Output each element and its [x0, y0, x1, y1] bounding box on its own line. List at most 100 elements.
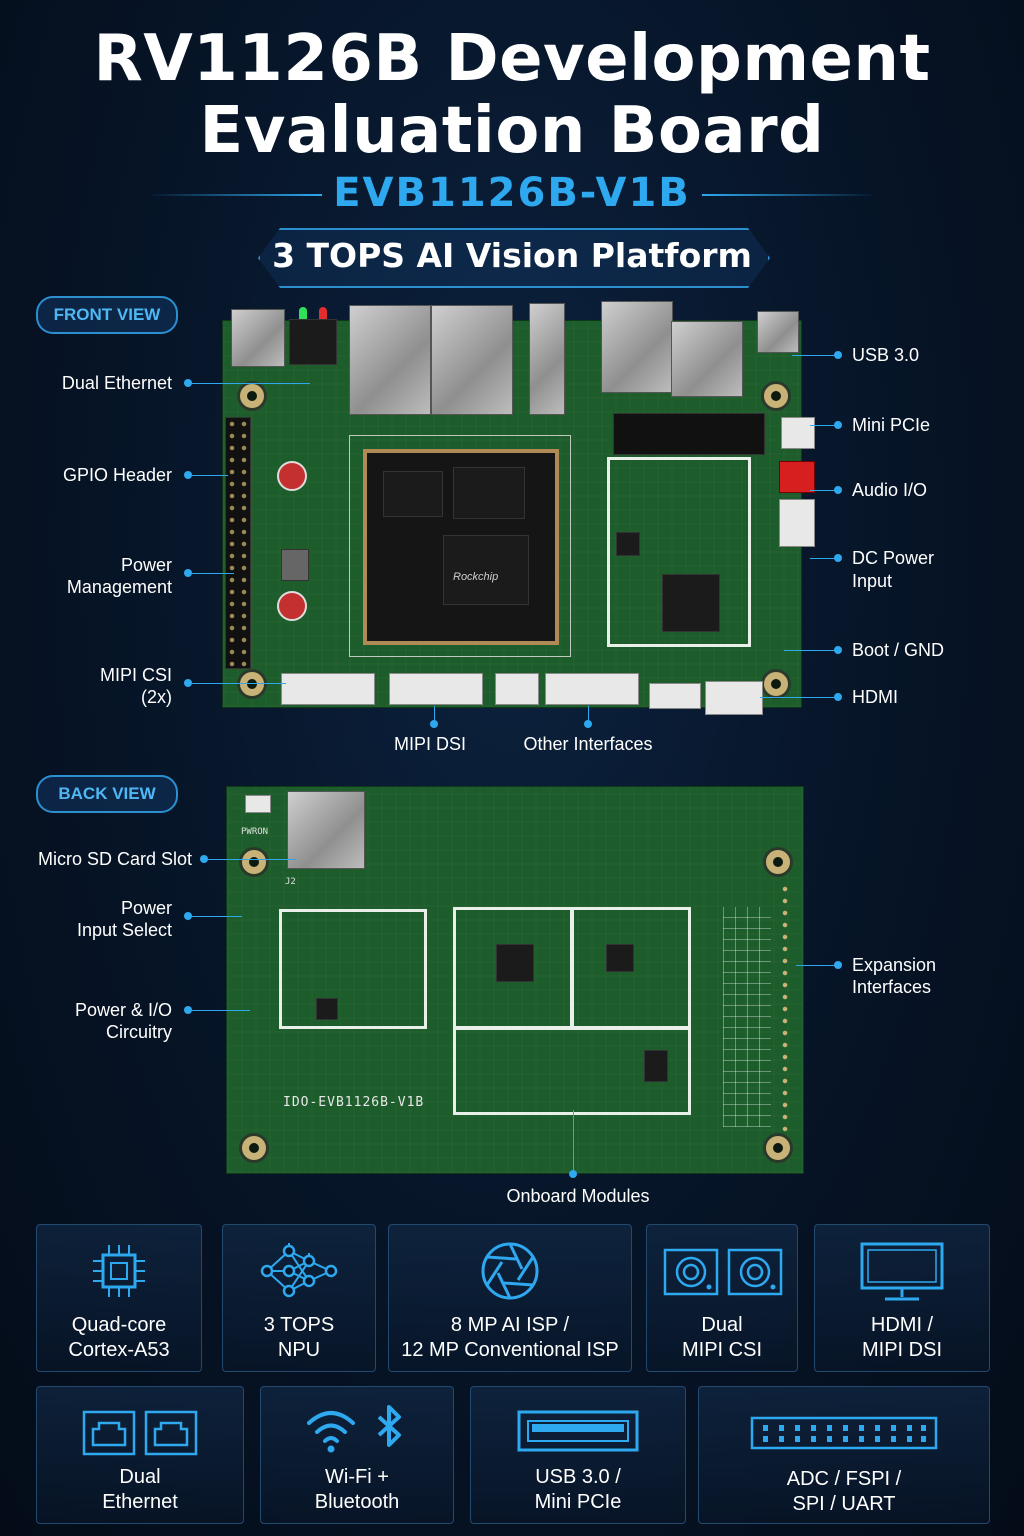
inductor — [281, 549, 309, 581]
callout-line — [792, 355, 836, 356]
feature-line-1: HDMI / — [870, 1314, 934, 1336]
mount-hole — [763, 1133, 793, 1163]
mipi-csi-connector-2 — [389, 673, 483, 705]
label-mipi-csi-1: MIPI CSI — [99, 665, 172, 685]
label-mipi-dsi: MIPI DSI — [393, 734, 466, 754]
callout-dot — [834, 486, 842, 494]
ethernet-jack-2 — [431, 305, 513, 415]
dc-power-connector — [779, 499, 815, 547]
label-mipi-csi-2: (2x) — [141, 687, 172, 707]
feature-line-1: Dual — [119, 1466, 161, 1488]
mount-hole — [761, 381, 791, 411]
module-outline-center — [453, 907, 573, 1029]
feature-line-1: 3 TOPS — [263, 1314, 335, 1336]
label-power-io-2: Circuitry — [106, 1022, 172, 1042]
mount-hole — [237, 381, 267, 411]
green-led — [299, 307, 307, 319]
callout-line — [206, 859, 296, 860]
tagline-frame — [258, 228, 770, 288]
module-outline-bottom — [453, 1027, 691, 1115]
callout-dot — [430, 720, 438, 728]
label-audio-io: Audio I/O — [852, 480, 928, 500]
callout-dot — [184, 912, 192, 920]
feature-card-wireless: Wi-Fi + Bluetooth — [260, 1386, 454, 1524]
label-power-input-1: Power — [120, 898, 172, 918]
wifi-chip — [662, 574, 720, 632]
hdmi-connector — [649, 683, 701, 709]
mount-hole — [761, 669, 791, 699]
callout-line — [190, 683, 286, 684]
cpu-icon — [93, 1245, 145, 1297]
ethernet-port-icon — [82, 1410, 198, 1456]
mount-hole — [237, 669, 267, 699]
label-power-io-1: Power & I/O — [74, 1000, 172, 1020]
feature-card-mipi-csi: Dual MIPI CSI — [646, 1224, 798, 1372]
callout-dot — [834, 554, 842, 562]
pin-header-icon — [750, 1416, 938, 1450]
feature-line-1: USB 3.0 / — [535, 1466, 621, 1488]
core-brand-silk: Rockchip — [453, 571, 499, 583]
pwron-silk: PWRON — [241, 827, 269, 837]
title-line-2: Evaluation Board — [199, 94, 825, 168]
mipi-csi-connector-1 — [281, 673, 375, 705]
power-module-outline — [279, 909, 427, 1029]
label-dual-ethernet: Dual Ethernet — [61, 373, 172, 393]
feature-card-npu: 3 TOPS NPU — [222, 1224, 376, 1372]
callout-dot — [184, 569, 192, 577]
power-button — [245, 795, 271, 813]
feature-line-2: Ethernet — [102, 1491, 178, 1513]
back-board: PWRON J2 IDO-EVB1126B-V1B — [226, 786, 804, 1174]
neural-network-icon — [260, 1243, 338, 1298]
callout-dot — [569, 1170, 577, 1178]
board-id-silk: IDO-EVB1126B-V1B — [283, 1095, 425, 1110]
callout-line — [784, 650, 836, 651]
expansion-pin-row — [779, 883, 791, 1139]
back-view-badge: BACK VIEW — [36, 775, 178, 813]
mini-pcie-slot — [613, 413, 765, 455]
usb-port-icon — [517, 1410, 639, 1452]
subtitle-rule-right — [702, 194, 878, 196]
center-ic — [496, 944, 534, 982]
callout-line — [760, 697, 836, 698]
led-block — [289, 319, 337, 365]
usb-c-port — [757, 311, 799, 353]
label-expansion-2: Interfaces — [852, 977, 932, 997]
label-power-input-2: Input Select — [76, 920, 172, 940]
callout-dot — [834, 693, 842, 701]
callout-dot — [200, 855, 208, 863]
label-dc-power-1: DC Power — [852, 548, 935, 568]
feature-line-2: NPU — [277, 1339, 321, 1361]
callout-dot — [834, 421, 842, 429]
label-micro-sd: Micro SD Card Slot — [37, 849, 192, 869]
camera-module-icon — [663, 1248, 783, 1296]
core-area-outline — [349, 435, 571, 657]
label-expansion-1: Expansion — [852, 955, 937, 975]
callout-line — [190, 383, 310, 384]
feature-line-2: Bluetooth — [314, 1491, 400, 1513]
callout-line — [573, 1110, 574, 1172]
callout-dot — [834, 961, 842, 969]
soc-chip — [383, 471, 443, 517]
gpio-header — [225, 417, 251, 669]
red-led — [319, 307, 327, 319]
feature-card-display: HDMI / MIPI DSI — [814, 1224, 990, 1372]
label-boot-gnd: Boot / GND — [852, 640, 945, 660]
expansion-silk-block — [723, 907, 771, 1127]
feature-line-1: ADC / FSPI / — [786, 1468, 902, 1490]
callout-dot — [184, 471, 192, 479]
feature-line-2: Cortex-A53 — [68, 1339, 170, 1361]
label-power-management-1: Power — [120, 555, 172, 575]
feature-line-1: Quad-core — [71, 1314, 167, 1336]
small-chip — [616, 532, 640, 556]
callout-line — [588, 706, 589, 722]
callout-line — [796, 965, 836, 966]
feature-card-ethernet: Dual Ethernet — [36, 1386, 244, 1524]
core-module: Rockchip — [363, 449, 559, 645]
module-outline-right — [571, 907, 691, 1029]
boot-connector — [705, 681, 763, 715]
mini-pcie-connector — [781, 417, 815, 449]
mount-hole — [239, 847, 269, 877]
bottom-ic — [644, 1050, 668, 1082]
dc-jack — [231, 309, 285, 367]
label-hdmi: HDMI — [852, 687, 898, 707]
